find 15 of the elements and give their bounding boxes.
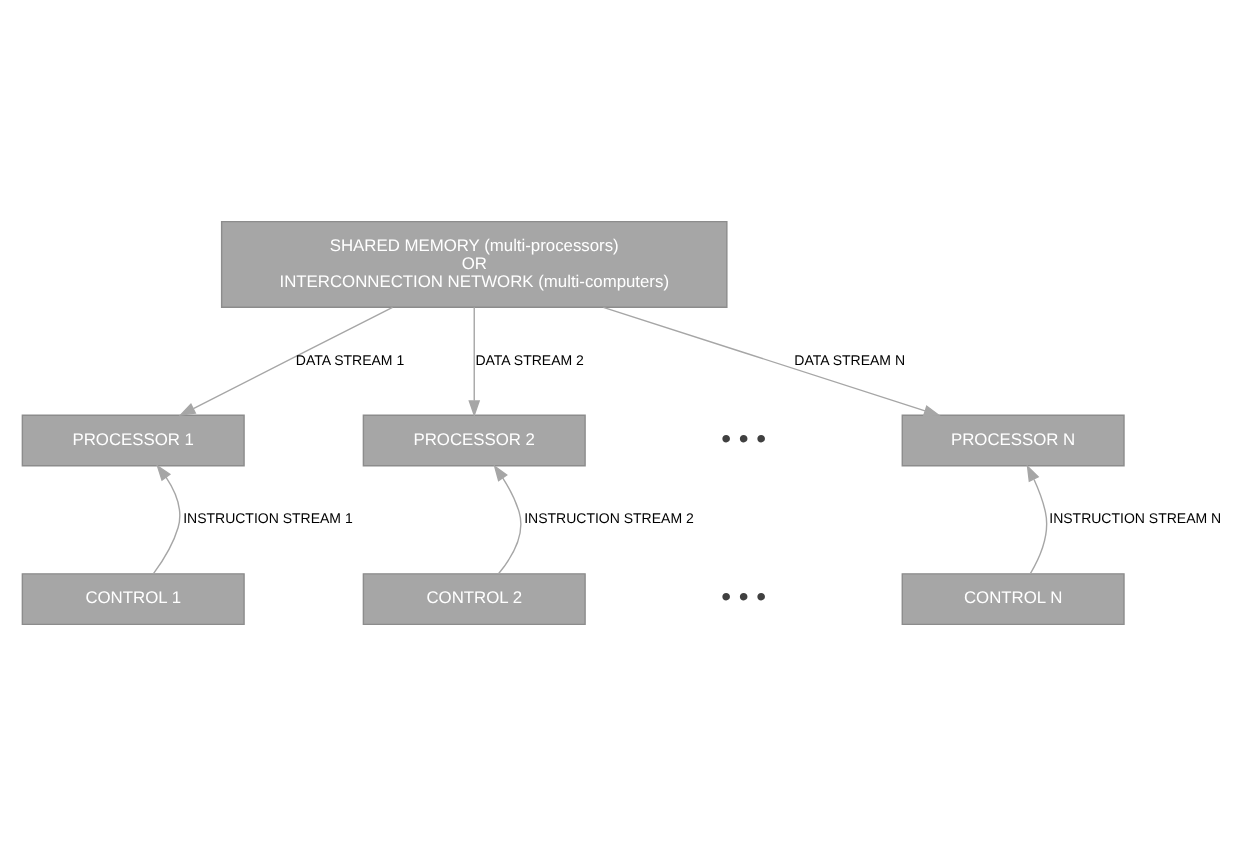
arrow [152, 464, 181, 575]
arrow [493, 464, 522, 575]
node-box: SHARED MEMORY (multi-processors) OR INTERCONNECTION NETWORK (multi-computers) [220, 220, 728, 308]
node-box: CONTROL 1 [21, 573, 245, 626]
label: • • • [721, 421, 767, 454]
node-box: CONTROL N [901, 573, 1125, 626]
arrow [178, 306, 394, 417]
label: • • • [721, 580, 767, 613]
node-box: PROCESSOR N [901, 414, 1125, 467]
node-box: PROCESSOR 1 [21, 414, 245, 467]
node-box: CONTROL 2 [362, 573, 586, 626]
node-box: PROCESSOR 2 [362, 414, 586, 467]
arrow [1026, 464, 1048, 575]
arrow [468, 306, 481, 418]
arrow [602, 306, 941, 417]
